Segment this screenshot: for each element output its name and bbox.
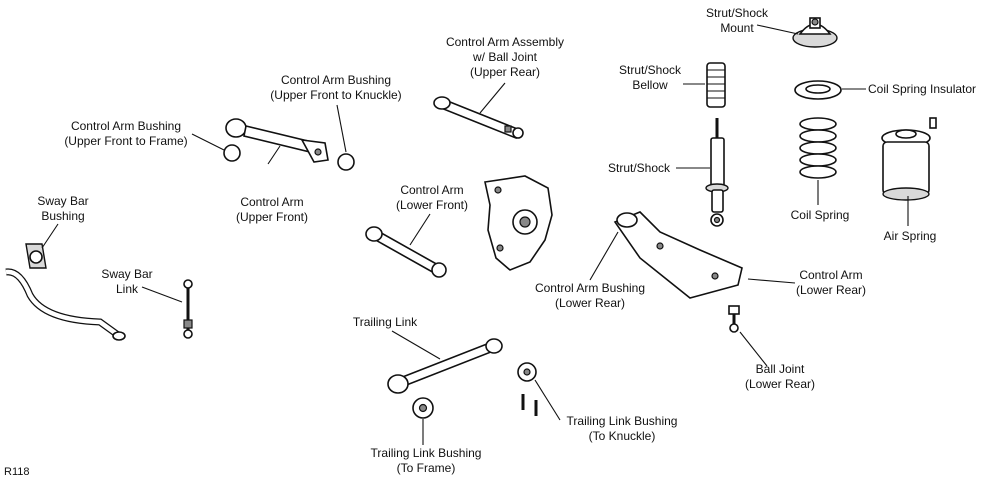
leader-lines [41, 24, 909, 445]
sway-bar-link-part [183, 279, 193, 339]
reference-code: R118 [4, 466, 30, 478]
leader-control-arm-bushing-lower-rear [589, 231, 619, 281]
leader-sway-bar-bushing [41, 223, 59, 249]
knuckle-part [484, 175, 553, 271]
label-coil-spring: Coil Spring [790, 208, 850, 222]
label-control-arm-upper-front: Control Arm(Upper Front) [235, 195, 309, 224]
label-bushing-upper-front-knuckle: Control Arm Bushing(Upper Front to Knuck… [270, 73, 402, 102]
strut-shock-part [705, 118, 729, 227]
label-control-arm-bushing-lower-rear: Control Arm Bushing(Lower Rear) [534, 281, 646, 310]
coil-spring-insulator-part [794, 80, 842, 100]
leader-trailing-link [391, 330, 441, 360]
leader-control-arm-assembly [479, 82, 506, 114]
leader-strut-mount [756, 24, 799, 35]
leader-trailing-link-bushing-knuckle [534, 379, 561, 421]
label-control-arm-lower-rear: Control Arm(Lower Rear) [795, 268, 867, 297]
label-strut-shock: Strut/Shock [608, 161, 671, 175]
control-arm-lower-front-part [365, 226, 447, 278]
strut-bellow-part [706, 62, 726, 108]
control-arm-lower-rear-part [613, 211, 743, 299]
leader-bushing-upper-front-frame [191, 133, 225, 151]
label-trailing-link: Trailing Link [352, 315, 418, 329]
label-ball-joint-lower-rear: Ball Joint(Lower Rear) [744, 362, 816, 391]
label-trailing-link-bushing-frame: Trailing Link Bushing(To Frame) [370, 446, 482, 475]
coil-spring-part [799, 117, 837, 179]
leader-ball-joint [739, 331, 768, 367]
control-arm-assembly-upper-rear-part [433, 96, 524, 140]
trailing-link-bushing-knuckle-part [517, 362, 538, 416]
label-bushing-upper-front-frame: Control Arm Bushing(Upper Front to Frame… [64, 119, 188, 148]
ball-joint-lower-rear-part [728, 305, 740, 333]
strut-mount-part [792, 17, 838, 48]
sway-bar-bushing-part [25, 243, 47, 269]
label-air-spring: Air Spring [883, 229, 937, 243]
leader-control-arm-upper-front [267, 145, 281, 165]
sway-bar-part [5, 268, 126, 341]
label-trailing-link-bushing-knuckle: Trailing Link Bushing(To Knuckle) [566, 414, 678, 443]
leader-control-arm-lower-front [409, 213, 431, 246]
leader-sway-bar-link [141, 286, 183, 303]
control-arm-upper-front-part [223, 118, 355, 171]
leader-control-arm-lower-rear [747, 278, 796, 284]
trailing-link-bushing-frame-part [412, 397, 434, 419]
label-coil-spring-insulator: Coil Spring Insulator [868, 82, 977, 96]
trailing-link-part [387, 338, 503, 394]
air-spring-part [881, 117, 937, 201]
label-control-arm-lower-front: Control Arm(Lower Front) [395, 183, 469, 212]
leader-bushing-upper-front-knuckle [336, 104, 347, 153]
